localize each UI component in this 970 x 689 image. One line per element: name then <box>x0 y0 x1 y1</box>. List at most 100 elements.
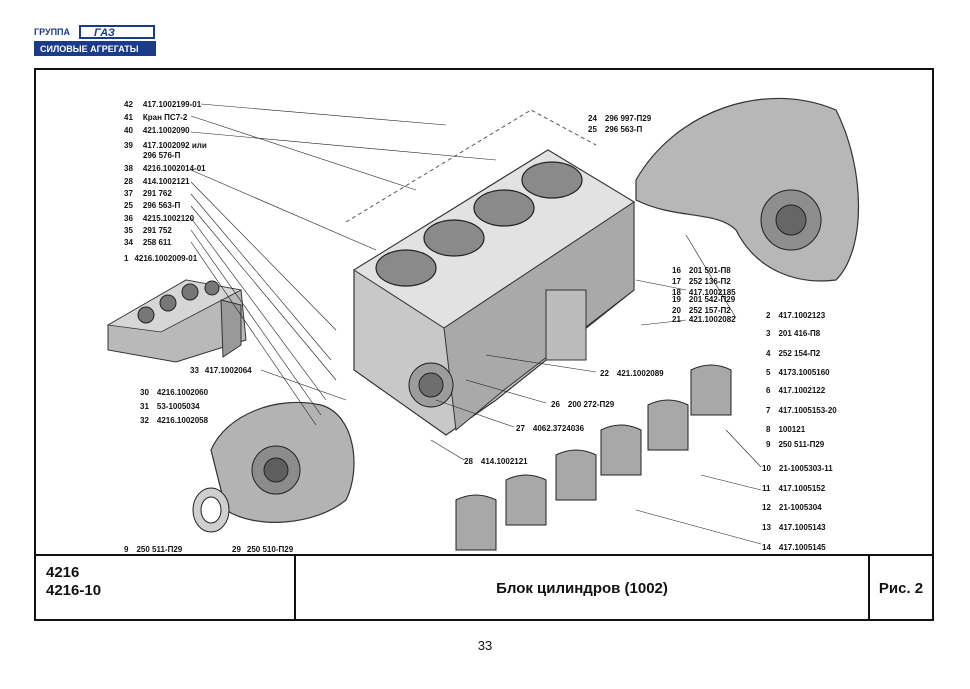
label-num: 35 <box>124 226 133 235</box>
label-part: 250 511-П29 <box>136 545 182 554</box>
label-num: 6 <box>766 386 771 395</box>
head-gasket-outline <box>345 109 597 223</box>
label-num: 33 <box>190 366 199 375</box>
label-num: 36 <box>124 214 133 223</box>
label-part: 296 563-П <box>143 201 181 210</box>
label-num: 24 <box>588 114 597 123</box>
label-part: 4216.1002014-01 <box>143 164 206 173</box>
label-part: 250 511-П29 <box>778 440 824 449</box>
label-part: 4173.1005160 <box>778 368 830 377</box>
label-num: 4 <box>766 349 771 358</box>
label-num: 25 <box>124 201 133 210</box>
label-part: 417.1005143 <box>779 523 826 532</box>
label-part: 252 154-П2 <box>778 349 820 358</box>
label-part: 417.1002064 <box>205 366 252 375</box>
label-num: 17 <box>672 277 681 286</box>
bell-housing <box>635 97 860 282</box>
label-part: 250 510-П29 <box>247 545 294 554</box>
leader-lines <box>190 103 762 545</box>
timing-cover <box>210 401 355 523</box>
page-number: 33 <box>477 638 493 653</box>
label-num: 41 <box>124 113 133 122</box>
label-num: 20 <box>672 306 681 315</box>
label-num: 38 <box>124 164 133 173</box>
svg-text:296 576-П: 296 576-П <box>143 151 181 160</box>
label-part: 201 501-П8 <box>689 266 731 275</box>
label-part: 417.1005152 <box>778 484 825 493</box>
cylinder-block <box>353 149 635 436</box>
label-num: 2 <box>766 311 771 320</box>
label-num: 13 <box>762 523 771 532</box>
logo-bottom-text: СИЛОВЫЕ АГРЕГАТЫ <box>40 44 139 54</box>
main-bearing-caps <box>455 364 732 551</box>
label-num: 16 <box>672 266 681 275</box>
label-num: 32 <box>140 416 149 425</box>
label-num: 5 <box>766 368 771 377</box>
label-part: 291 762 <box>143 189 172 198</box>
model-primary: 4216 <box>46 564 80 581</box>
label-part: 296 997-П29 <box>605 114 652 123</box>
label-num: 42 <box>124 100 133 109</box>
gaz-logo-graphic: ГРУППА ГАЗ СИЛОВЫЕ АГРЕГАТЫ <box>34 25 156 56</box>
label-part: 252 157-П2 <box>689 306 731 315</box>
label-part: 252 136-П2 <box>689 277 731 286</box>
label-num: 22 <box>600 369 609 378</box>
label-part: 4216.1002060 <box>157 388 209 397</box>
label-part: 100121 <box>778 425 805 434</box>
title-block: 4216 4216-10 Блок цилиндров (1002) Рис. … <box>36 554 932 621</box>
label-num: 14 <box>762 543 771 552</box>
label-part: 417.1002122 <box>778 386 825 395</box>
label-part: 258 611 <box>143 238 172 247</box>
label-num: 37 <box>124 189 133 198</box>
label-part: 201 542-П29 <box>689 295 736 304</box>
label-part: 53-1005034 <box>157 402 200 411</box>
label-num: 9 <box>766 440 771 449</box>
label-num: 40 <box>124 126 133 135</box>
label-num: 29 <box>232 545 241 554</box>
label-part: 417.1005145 <box>779 543 826 552</box>
label-num: 3 <box>766 329 771 338</box>
label-num: 28 <box>464 457 473 466</box>
label-part: 296 576-П <box>143 151 181 160</box>
label-num: 11 <box>762 484 771 493</box>
label-part: Кран ПС7-2 <box>143 113 188 122</box>
label-num: 19 <box>672 295 681 304</box>
label-part: 417.1005153-20 <box>778 406 837 415</box>
label-part: 417.1002092 или <box>143 141 207 150</box>
model-cell: 4216 4216-10 <box>36 556 296 621</box>
